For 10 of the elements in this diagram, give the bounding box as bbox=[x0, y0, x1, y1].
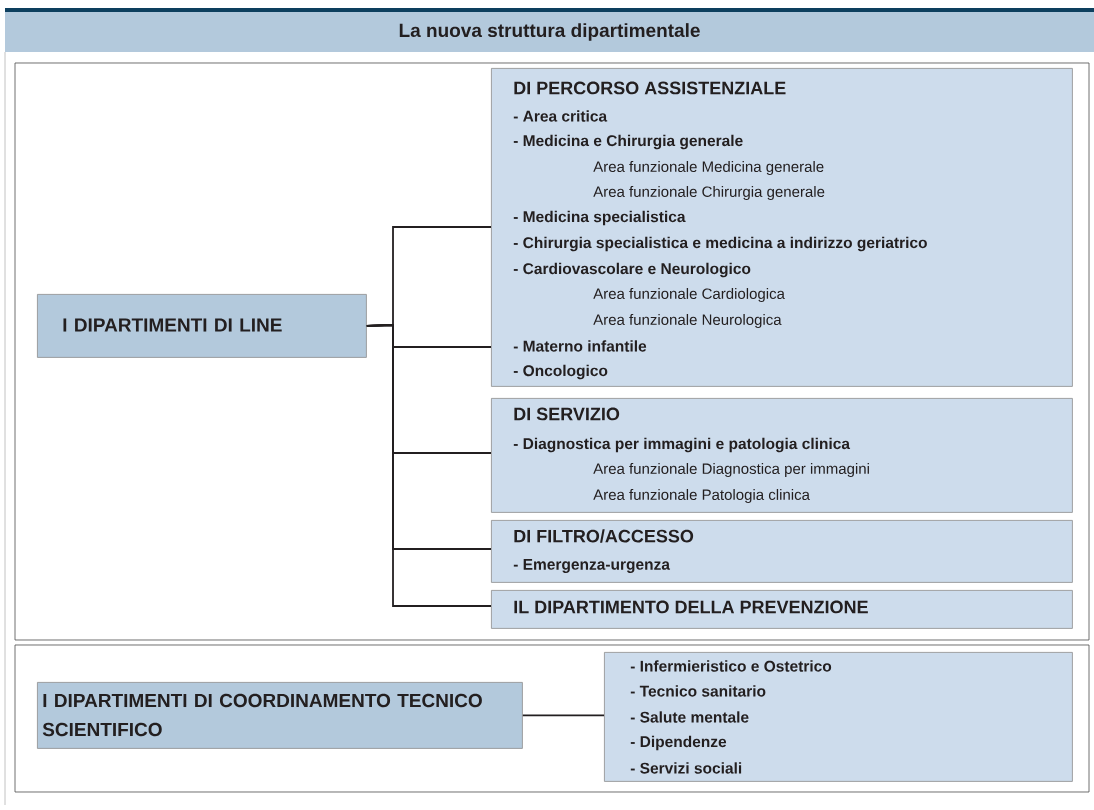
department-box: IL DIPARTIMENTO DELLA PREVENZIONE bbox=[491, 590, 1073, 629]
department-box: DI SERVIZIO - Diagnostica per immagini e patologia clinica Area funzionale Diagnostica per immagini Area funzionale Patologia clinica bbox=[491, 398, 1073, 513]
department-box: DI FILTRO/ACCESSO - Emergenza-urgenza bbox=[491, 520, 1073, 583]
title-band: La nuova struttura dipartimentale bbox=[5, 8, 1094, 52]
department-box: I DIPARTIMENTI DI COORDINAMENTO TECNICO SCIENTIFICO bbox=[37, 682, 523, 749]
department-box: DI PERCORSO ASSISTENZIALE - Area critica - Medicina e Chirurgia generale Area funzionale Medicina generale Area funzionale Chirurgia generale - Medicina specialistica - Chirurgia specialistica e medicina a indirizzo geriatrico - Cardiovascolare e Neurologico Area funzionale Cardiologica Area funzionale Neurologica - Materno infantile - Oncologico bbox=[491, 68, 1073, 387]
connector-line bbox=[521, 714, 605, 717]
department-box: - Infermieristico e Ostetrico - Tecnico sanitario - Salute mentale - Dipendenze - Servizi sociali bbox=[604, 652, 1073, 782]
connector-line bbox=[365, 324, 492, 607]
department-box: I DIPARTIMENTI DI LINE bbox=[37, 294, 367, 358]
